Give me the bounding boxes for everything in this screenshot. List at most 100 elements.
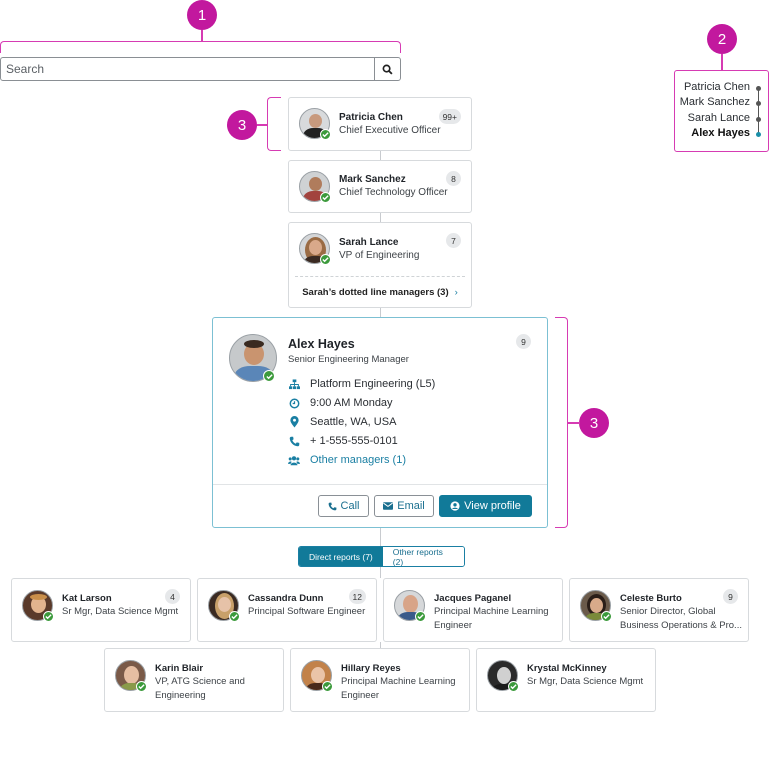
connector-line (380, 151, 381, 160)
org-text: Platform Engineering (L5) (310, 378, 436, 390)
person-title: Chief Executive Officer (339, 125, 441, 136)
location-row: Seattle, WA, USA (288, 416, 396, 428)
manager-card-patricia-chen[interactable]: Patricia Chen Chief Executive Officer 99… (288, 97, 472, 151)
online-status-icon (415, 611, 426, 622)
search-input[interactable] (1, 58, 374, 80)
report-count-badge: 7 (446, 233, 461, 248)
email-button[interactable]: Email (374, 495, 434, 517)
report-card-jacques-paganel[interactable]: Jacques Paganel Principal Machine Learni… (383, 578, 563, 642)
report-count-badge: 12 (348, 589, 366, 604)
local-time-text: 9:00 AM Monday (310, 397, 393, 409)
person-name: Patricia Chen (339, 112, 403, 123)
person-title: Sr Mgr, Data Science Mgmt (62, 606, 179, 617)
online-status-icon (229, 611, 240, 622)
breadcrumb-line (758, 87, 759, 134)
online-status-icon (263, 370, 275, 382)
report-count-badge: 9 (723, 589, 738, 604)
phone-row: + 1-555-555-0101 (288, 435, 398, 447)
search-bar (0, 57, 401, 81)
annotation-marker-3: 3 (227, 110, 257, 140)
annotation-connector (721, 54, 723, 70)
online-status-icon (601, 611, 612, 622)
connector-line (380, 567, 381, 578)
breadcrumb: Patricia Chen Mark Sanchez Sarah Lance A… (674, 70, 769, 152)
person-name: Kat Larson (62, 593, 112, 604)
person-title: Senior Engineering Manager (288, 354, 409, 365)
online-status-icon (320, 129, 331, 140)
annotation-connector (257, 124, 268, 126)
view-profile-button[interactable]: View profile (439, 495, 532, 517)
manager-card-mark-sanchez[interactable]: Mark Sanchez Chief Technology Officer 8 (288, 160, 472, 213)
person-name: Celeste Burto (620, 593, 682, 604)
online-status-icon (136, 681, 147, 692)
breadcrumb-dot-current (756, 132, 761, 137)
report-card-karin-blair[interactable]: Karin Blair VP, ATG Science and Engineer… (104, 648, 284, 712)
person-name: Hillary Reyes (341, 663, 401, 674)
users-icon (288, 454, 300, 466)
chevron-right-icon: › (454, 287, 458, 298)
report-card-celeste-burto[interactable]: Celeste Burto Senior Director, Global Bu… (569, 578, 749, 642)
report-card-krystal-mckinney[interactable]: Krystal McKinney Sr Mgr, Data Science Mg… (476, 648, 656, 712)
breadcrumb-dot (756, 117, 761, 122)
view-profile-label: View profile (464, 500, 521, 512)
breadcrumb-dot (756, 86, 761, 91)
call-button[interactable]: Call (318, 495, 369, 517)
person-title: Principal Machine Learning Engineer (341, 676, 456, 701)
person-title: Principal Machine Learning Engineer (434, 606, 549, 631)
online-status-icon (508, 681, 519, 692)
location-text: Seattle, WA, USA (310, 416, 397, 428)
connector-line (380, 642, 381, 648)
phone-icon (328, 502, 336, 510)
report-card-cassandra-dunn[interactable]: Cassandra Dunn Principal Software Engine… (197, 578, 377, 642)
person-title: VP, ATG Science and Engineering (155, 676, 245, 701)
person-name: Karin Blair (155, 663, 204, 674)
tab-direct-reports[interactable]: Direct reports (7) (299, 547, 383, 566)
envelope-icon (383, 502, 394, 510)
person-title: Sr Mgr, Data Science Mgmt (527, 676, 644, 687)
connector-line (380, 528, 381, 546)
person-name: Alex Hayes (288, 337, 355, 351)
online-status-icon (320, 254, 331, 265)
report-card-kat-larson[interactable]: Kat Larson Sr Mgr, Data Science Mgmt 4 (11, 578, 191, 642)
breadcrumb-dot (756, 101, 761, 106)
tab-other-reports[interactable]: Other reports (2) (382, 547, 464, 566)
email-label: Email (397, 500, 425, 512)
phone-text: + 1-555-555-0101 (310, 435, 398, 447)
divider (213, 484, 547, 485)
report-count-badge: 8 (446, 171, 461, 186)
person-name: Sarah Lance (339, 237, 399, 248)
other-managers-link[interactable]: Other managers (1) (310, 454, 406, 466)
annotation-connector (567, 422, 580, 424)
dotted-line-managers-link[interactable]: Sarah’s dotted line managers (3) › (289, 287, 471, 298)
breadcrumb-item-patricia-chen[interactable]: Patricia Chen (683, 81, 750, 93)
person-title: VP of Engineering (339, 250, 420, 261)
map-pin-icon (288, 416, 300, 428)
annotation-bracket (0, 41, 401, 53)
report-count-badge: 9 (516, 334, 531, 349)
connector-line (380, 308, 381, 317)
online-status-icon (322, 681, 333, 692)
person-name: Mark Sanchez (339, 174, 406, 185)
report-card-hillary-reyes[interactable]: Hillary Reyes Principal Machine Learning… (290, 648, 470, 712)
call-label: Call (340, 500, 360, 512)
search-icon (382, 64, 393, 75)
dotted-line-managers-label: Sarah’s dotted line managers (3) (302, 287, 449, 298)
search-button[interactable] (374, 58, 400, 80)
person-name: Jacques Paganel (434, 593, 512, 604)
annotation-bracket (555, 317, 568, 528)
breadcrumb-item-sarah-lance[interactable]: Sarah Lance (687, 112, 750, 124)
divider (295, 276, 465, 277)
org-row: Platform Engineering (L5) (288, 378, 435, 390)
local-time-row: 9:00 AM Monday (288, 397, 393, 409)
org-chart-icon (288, 378, 300, 390)
user-circle-icon (450, 501, 460, 511)
person-name: Cassandra Dunn (248, 593, 324, 604)
report-count-badge: 4 (165, 589, 180, 604)
annotation-marker-1: 1 (187, 0, 217, 30)
manager-card-sarah-lance[interactable]: Sarah Lance VP of Engineering 7 Sarah’s … (288, 222, 472, 308)
annotation-marker-2: 2 (707, 24, 737, 54)
breadcrumb-item-mark-sanchez[interactable]: Mark Sanchez (679, 96, 750, 108)
reports-toggle: Direct reports (7) Other reports (2) (298, 546, 465, 567)
person-title: Principal Software Engineer (248, 606, 366, 617)
person-title: Senior Director, Global Business Operati… (620, 606, 742, 631)
